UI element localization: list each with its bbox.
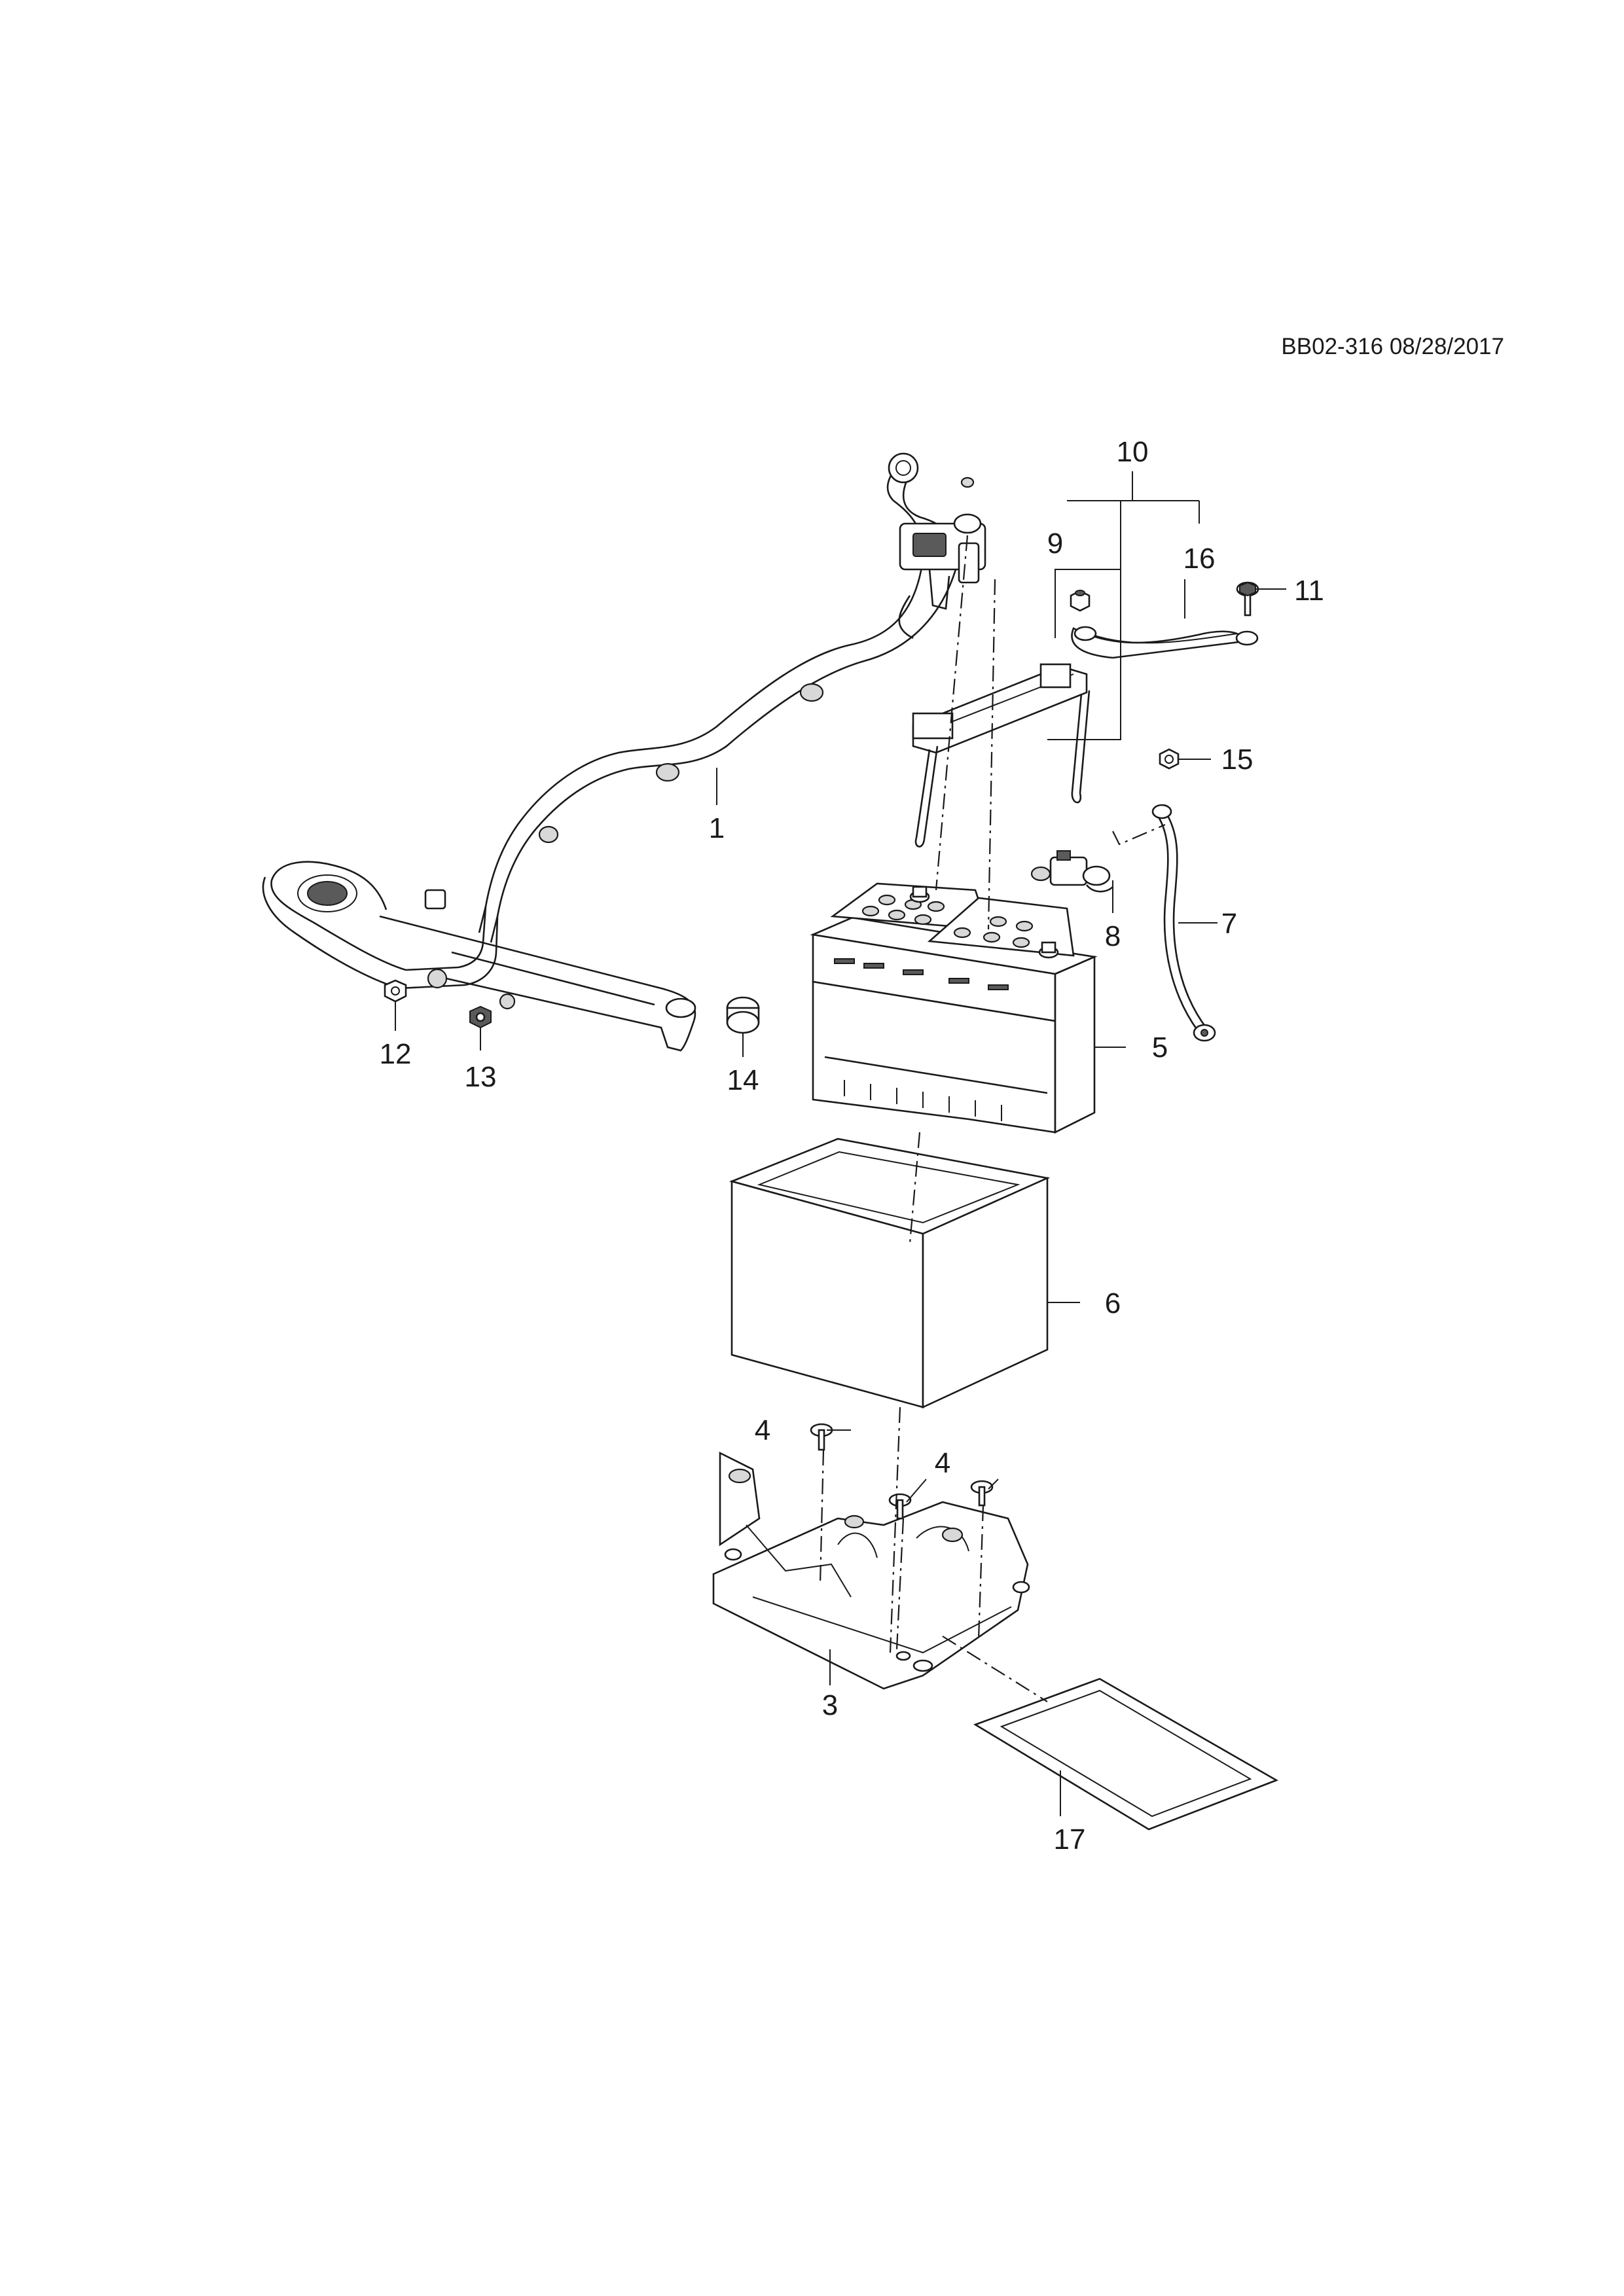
callout-17: 17 xyxy=(1054,1823,1086,1856)
callout-8: 8 xyxy=(1105,920,1121,952)
bolt-part-4-middle xyxy=(888,1493,912,1520)
bolt-part-4-left xyxy=(810,1423,833,1451)
battery-hold-down xyxy=(912,626,1259,848)
nut-part-13 xyxy=(469,1005,492,1029)
wiring-harness xyxy=(262,452,986,1052)
battery-cover-box xyxy=(729,1138,1051,1409)
nut-part-12 xyxy=(384,979,407,1003)
callout-4b: 4 xyxy=(935,1447,950,1479)
callout-11: 11 xyxy=(1294,575,1324,607)
nut-part-9 xyxy=(1070,590,1091,612)
callout-7: 7 xyxy=(1221,908,1237,940)
leader-lines xyxy=(395,471,1286,1816)
callout-9: 9 xyxy=(1047,528,1063,560)
battery-pad xyxy=(973,1677,1279,1831)
ground-cable xyxy=(1151,804,1216,1042)
callout-4a: 4 xyxy=(755,1414,770,1446)
callout-1: 1 xyxy=(709,812,725,844)
battery xyxy=(810,882,1098,1134)
callout-15: 15 xyxy=(1221,744,1254,776)
callout-3: 3 xyxy=(822,1689,838,1721)
document-reference: BB02-316 08/28/2017 xyxy=(1281,334,1504,359)
callout-13: 13 xyxy=(465,1061,497,1093)
bolt-part-11 xyxy=(1236,581,1259,617)
assembly-lines xyxy=(819,535,1166,1702)
callout-5: 5 xyxy=(1152,1031,1168,1064)
callout-12: 12 xyxy=(380,1038,412,1070)
bolt-part-4-right xyxy=(970,1480,994,1507)
callout-16: 16 xyxy=(1183,543,1216,575)
grommet-part-14 xyxy=(726,996,760,1034)
nut-part-15 xyxy=(1159,748,1180,770)
callout-labels: 1 3 4 4 5 6 7 8 9 10 11 12 13 14 15 16 1… xyxy=(380,436,1324,1856)
battery-terminal xyxy=(1030,850,1113,893)
callout-6: 6 xyxy=(1105,1287,1121,1319)
battery-tray xyxy=(712,1451,1030,1690)
callout-14: 14 xyxy=(727,1064,759,1096)
callout-10: 10 xyxy=(1117,436,1149,468)
